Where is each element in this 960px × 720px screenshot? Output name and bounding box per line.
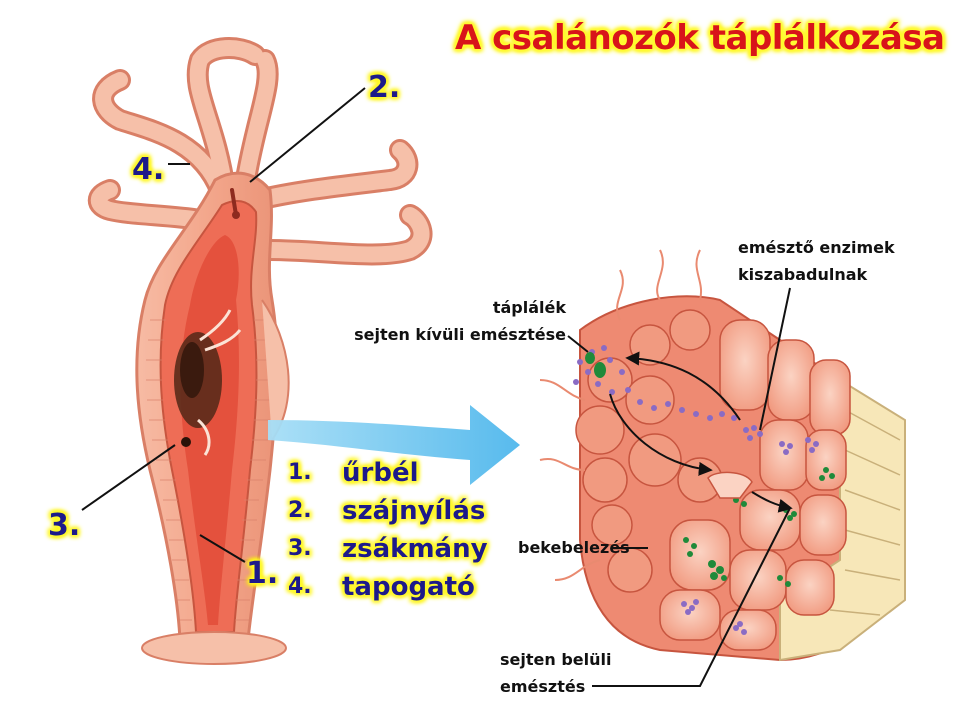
tissue-block <box>539 249 906 662</box>
legend-text: zsákmány <box>342 534 488 564</box>
annotation-extracellular-line-1: táplálék <box>492 298 566 317</box>
legend-text: tapogató <box>342 572 475 602</box>
annotation-phagocytosis: bekebelezés <box>518 538 630 557</box>
prey <box>174 309 242 456</box>
legend-text: űrbél <box>342 458 419 488</box>
legend-number: 2. <box>288 498 312 523</box>
annotation-intracellular-line-2: emésztés <box>500 677 586 696</box>
legend-number: 4. <box>288 574 312 599</box>
annotation-extracellular: táplálék sejten kívüli emésztése <box>330 294 566 348</box>
leader-lines <box>81 87 791 687</box>
legend-text: szájnyílás <box>342 496 486 526</box>
annotation-enzymes: emésztő enzimek kiszabadulnak <box>738 234 895 288</box>
marker-4: 4. <box>132 152 165 187</box>
marker-1: 1. <box>246 556 279 591</box>
annotation-enzymes-line-2: kiszabadulnak <box>738 265 868 284</box>
zoom-arrow <box>268 405 520 485</box>
legend-number: 3. <box>288 536 312 561</box>
annotation-intracellular: sejten belüli emésztés <box>500 646 611 700</box>
page-title: A csalánozók táplálkozása <box>455 18 945 58</box>
annotation-extracellular-line-2: sejten kívüli emésztése <box>354 325 566 344</box>
legend-number: 1. <box>288 460 312 485</box>
marker-3: 3. <box>48 508 81 543</box>
annotation-enzymes-line-1: emésztő enzimek <box>738 238 895 257</box>
process-arrows <box>609 351 793 513</box>
annotation-intracellular-line-1: sejten belüli <box>500 650 612 669</box>
marker-2: 2. <box>368 70 401 105</box>
